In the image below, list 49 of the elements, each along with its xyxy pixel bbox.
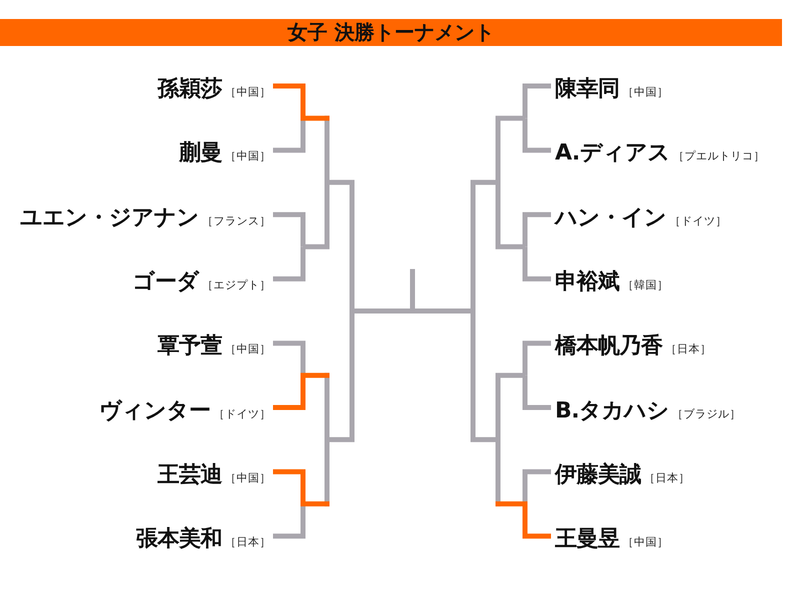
bracket-line — [273, 504, 306, 539]
country-tag: ［日本］ — [666, 342, 712, 357]
bracket-line — [522, 212, 551, 247]
country-tag: ［ブラジル］ — [672, 407, 742, 421]
bracket-line — [522, 375, 551, 410]
country-tag: ［エジプト］ — [202, 278, 271, 292]
player-name: 王芸迪 — [158, 461, 222, 488]
player-name: 申裕斌 — [555, 268, 620, 296]
country-tag: ［中国］ — [225, 342, 271, 357]
country-tag: ［ドイツ］ — [670, 214, 727, 228]
bracket-line — [273, 340, 306, 376]
bracket-line — [522, 246, 551, 282]
country-tag: ［中国］ — [622, 536, 668, 550]
bracket-line — [522, 469, 551, 504]
bracket-line — [496, 501, 551, 539]
bracket-line — [273, 212, 306, 247]
country-tag: ［中国］ — [225, 150, 271, 164]
bracket-line — [273, 84, 330, 121]
player-name: ハン・イン — [555, 204, 666, 232]
bracket-line — [522, 118, 551, 153]
player-name: ユエン・ジアナン — [20, 204, 199, 232]
country-tag: ［中国］ — [225, 471, 271, 486]
player-name: 張本美和 — [136, 526, 222, 553]
country-tag: ［日本］ — [644, 471, 690, 486]
player-name: 陳幸同 — [555, 76, 620, 102]
bracket-line — [273, 469, 330, 506]
player-name: 蒯曼 — [179, 140, 222, 167]
player-name: 孫穎莎 — [158, 76, 222, 102]
bracket-line — [522, 340, 551, 376]
player-name: 橋本帆乃香 — [555, 332, 662, 360]
player-name: 覃予萱 — [158, 332, 222, 360]
player-name: B.タカハシ — [555, 397, 670, 424]
title-banner: 女子 決勝トーナメント — [0, 19, 782, 46]
bracket-line — [273, 118, 306, 153]
country-tag: ［ドイツ］ — [214, 407, 271, 421]
country-tag: ［韓国］ — [622, 278, 668, 292]
player-name: 王曼昱 — [555, 526, 620, 553]
player-name: A.ディアス — [555, 140, 670, 167]
player-name: 伊藤美誠 — [555, 461, 641, 488]
country-tag: ［プエルトリコ］ — [672, 150, 765, 164]
country-tag: ［中国］ — [225, 86, 271, 100]
country-tag: ［日本］ — [225, 536, 271, 550]
bracket-line — [273, 372, 330, 410]
player-name: ゴーダ — [132, 268, 199, 296]
country-tag: ［中国］ — [622, 86, 668, 100]
bracket-line — [522, 84, 551, 118]
country-tag: ［フランス］ — [202, 214, 271, 228]
bracket-line — [273, 246, 306, 282]
player-name: ヴィンター — [99, 397, 210, 424]
